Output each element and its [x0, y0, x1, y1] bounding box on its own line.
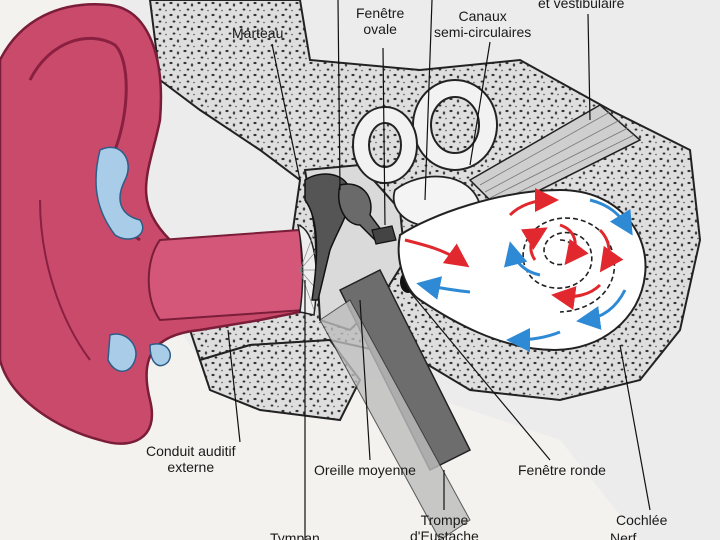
label-canaux-line2: semi-circulaires: [434, 24, 531, 40]
label-trompe-line2: d'Eustache: [410, 528, 479, 540]
label-fenetre-ronde: Fenêtre ronde: [518, 462, 606, 478]
label-tympan: Tympan: [270, 530, 320, 540]
label-oreille-moyenne-text: Oreille moyenne: [314, 462, 416, 478]
label-marteau: Marteau: [232, 25, 283, 41]
label-cochlee-text: Cochlée: [616, 512, 667, 528]
cartilage-lower2: [150, 344, 170, 366]
stapes: [372, 226, 396, 244]
label-nerf-text: Nerf: [610, 530, 636, 540]
label-canaux-line1: Canaux: [434, 8, 531, 24]
label-trompe: Trompe d'Eustache: [410, 512, 479, 540]
ear-canal: [149, 230, 305, 320]
label-conduit-line1: Conduit auditif: [146, 443, 236, 459]
label-cochlee: Cochlée: [616, 512, 667, 528]
label-canaux: Canaux semi-circulaires: [434, 8, 531, 40]
label-vestibulaire: et vestibulaire: [538, 0, 624, 11]
label-vestibulaire-text: et vestibulaire: [538, 0, 624, 11]
label-fenetre-ovale-line2: ovale: [356, 21, 404, 37]
label-tympan-text: Tympan: [270, 530, 320, 540]
label-fenetre-ronde-text: Fenêtre ronde: [518, 462, 606, 478]
lower-bone: [200, 340, 360, 420]
label-conduit-line2: externe: [146, 459, 236, 475]
label-fenetre-ovale-line1: Fenêtre: [356, 5, 404, 21]
label-fenetre-ovale: Fenêtre ovale: [356, 5, 404, 37]
label-trompe-line1: Trompe: [410, 512, 479, 528]
label-conduit: Conduit auditif externe: [146, 443, 236, 475]
label-marteau-text: Marteau: [232, 25, 283, 41]
label-oreille-moyenne: Oreille moyenne: [314, 462, 416, 478]
label-nerf: Nerf: [610, 530, 636, 540]
